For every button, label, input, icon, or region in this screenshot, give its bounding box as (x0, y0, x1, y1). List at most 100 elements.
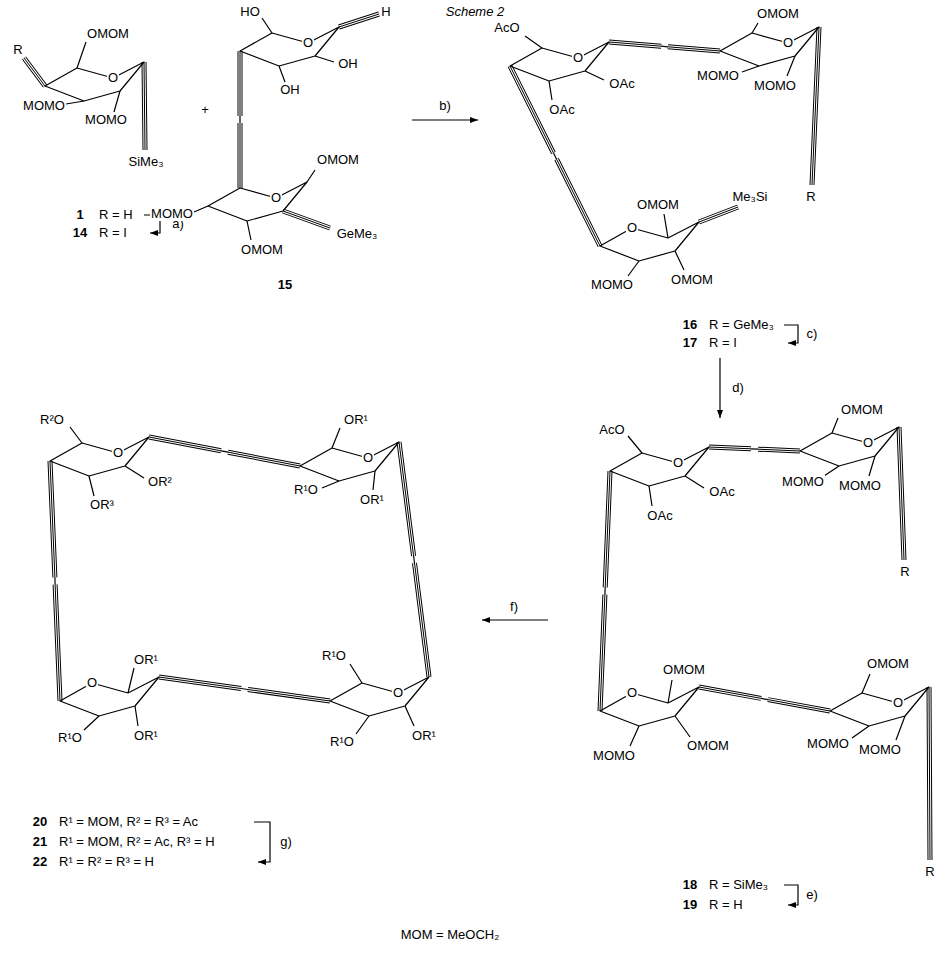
structure-label: O (86, 676, 98, 690)
structure-label: + (200, 103, 210, 117)
structure-label: MOMO (753, 79, 797, 93)
pyranose-ring (610, 447, 709, 486)
structure-label: OMOM (86, 27, 130, 41)
structure-label: HO (239, 5, 261, 19)
structure-label: R = GeMe₃ (708, 318, 775, 332)
structure-label: OMOM (636, 198, 680, 212)
single-bonds (55, 18, 905, 746)
structure-label: O (270, 191, 282, 205)
compound-number: 19 (682, 898, 698, 912)
structure-label: O (672, 456, 684, 470)
structure-label: SiMe₃ (128, 155, 165, 169)
structure-label: OMOM (756, 7, 800, 21)
compound-number: 17 (682, 336, 698, 350)
structure-label: c) (806, 327, 819, 341)
structure-label: O (892, 696, 904, 710)
structure-label: R¹O (321, 649, 347, 663)
structure-label: AcO (493, 21, 520, 35)
compound-number: 1 (75, 208, 84, 222)
structure-label: R (805, 190, 816, 204)
structure-label: R = H (98, 208, 134, 222)
pyranose-ring (600, 687, 699, 726)
structure-label: O (572, 51, 584, 65)
structure-label: OAc (608, 77, 635, 91)
compound-number: 16 (682, 318, 698, 332)
structure-label: R (899, 565, 910, 579)
pyranose-ring (600, 222, 699, 261)
structure-label: OR¹ (359, 493, 385, 507)
structure-label: OAc (646, 509, 673, 523)
structure-label: OR³ (89, 498, 115, 512)
structure-label: R¹ = MOM, R² = Ac, R³ = H (58, 835, 216, 849)
structure-label: b) (438, 99, 452, 113)
structure-label: O (107, 71, 119, 85)
alkyne-outer (24, 14, 930, 860)
structure-label: R (924, 865, 935, 879)
pyranose-ring (830, 687, 929, 726)
structure-label: Me₃Si (732, 190, 769, 204)
structure-label: OH (279, 83, 301, 97)
structure-label: MOMO (592, 749, 636, 763)
structure-label: O (626, 686, 638, 700)
structure-label: OR¹ (411, 729, 437, 743)
pyranose-ring (208, 182, 307, 221)
structure-label: MOMO (22, 99, 66, 113)
structure-label: MOM = MeOCH₂ (400, 928, 501, 942)
reaction-arrow (719, 358, 720, 418)
pyranose-ring (800, 427, 899, 466)
compound-number: 22 (32, 855, 48, 869)
pyranose-ring (50, 437, 149, 476)
compound-number: 20 (32, 815, 48, 829)
reaction-arrow (412, 119, 478, 120)
structure-label: MOMO (84, 113, 128, 127)
pyranose-ring (240, 27, 339, 66)
structure-label: R¹O (293, 483, 319, 497)
scheme-title: Scheme 2 (445, 5, 506, 19)
structure-label: GeMe₃ (336, 227, 379, 241)
structure-label: OR² (147, 475, 173, 489)
structure-label: R¹O (57, 731, 83, 745)
structure-label: O (392, 686, 404, 700)
structure-label: AcO (598, 423, 625, 437)
compound-number: 18 (682, 878, 698, 892)
pyranose-rings (45, 27, 929, 726)
structure-label: O (302, 36, 314, 50)
structure-label: R¹O (329, 735, 355, 749)
structure-label: R = I (98, 226, 128, 240)
structure-label: OH (337, 57, 359, 71)
structure-label: R (12, 43, 23, 57)
triple-bonds (24, 14, 930, 860)
structure-label: OMOM (866, 657, 910, 671)
structure-label: O (112, 446, 124, 460)
structure-label: OMOM (686, 739, 730, 753)
structure-label: MOMO (150, 207, 194, 221)
structure-label: R¹ = MOM, R² = R³ = Ac (58, 815, 199, 829)
structure-label: d) (731, 381, 745, 395)
structure-label: OAc (708, 485, 735, 499)
structure-label: R²O (39, 413, 65, 427)
structure-label: g) (279, 835, 293, 849)
structure-label: OMOM (316, 153, 360, 167)
structure-label: R = I (708, 336, 738, 350)
structure-label: OMOM (840, 403, 884, 417)
structure-label: H (380, 5, 391, 19)
structure-label: OR¹ (343, 413, 369, 427)
structure-label: R = SiMe₃ (708, 878, 769, 892)
structure-label: R¹ = R² = R³ = H (58, 855, 155, 869)
structure-label: OMOM (670, 273, 714, 287)
pyranose-ring (300, 442, 399, 481)
structure-label: OR¹ (133, 729, 159, 743)
structure-label: e) (805, 888, 819, 902)
alkyne-gap (24, 14, 930, 860)
reaction-arrow (482, 619, 548, 620)
compound-number: 21 (32, 835, 48, 849)
structure-label: f) (509, 600, 519, 614)
structure-label: MOMO (838, 479, 882, 493)
alkyne-inner (24, 14, 930, 860)
reaction-bracket-arrow (254, 822, 270, 862)
pyranose-ring (720, 27, 819, 66)
structure-label: OR¹ (133, 653, 159, 667)
compound-number: 15 (277, 278, 293, 292)
pyranose-ring (330, 677, 429, 716)
reaction-bracket-arrow (784, 885, 798, 905)
